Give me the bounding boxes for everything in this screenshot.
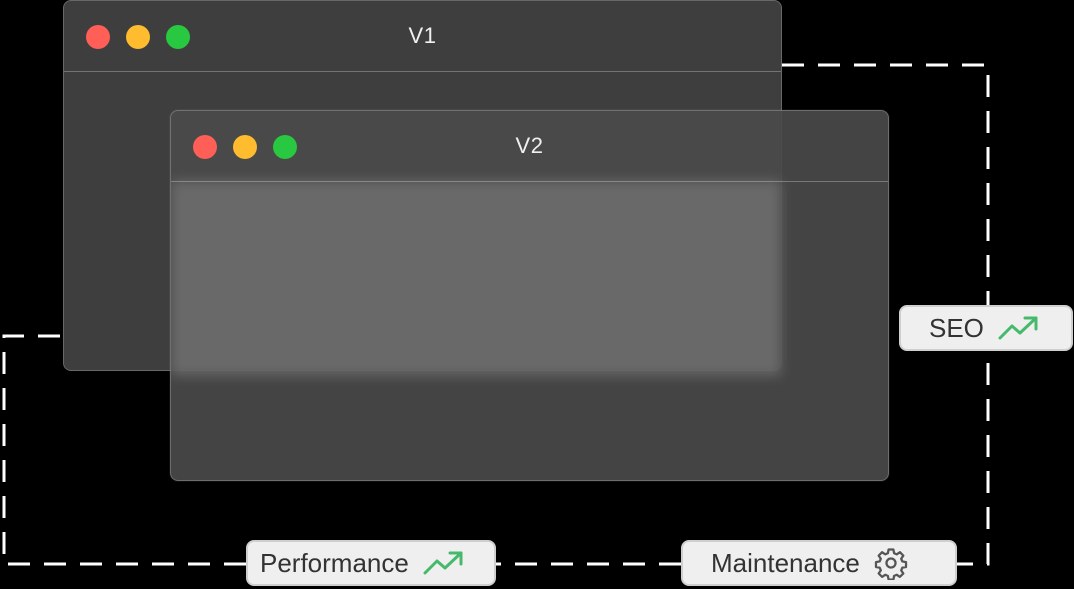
performance-label: Performance [260,547,409,578]
minimize-dot-icon[interactable] [126,25,150,49]
window-v2-titlebar: V2 [171,111,888,182]
window-v2: V2 [170,110,889,481]
performance-tag: Performance [246,540,496,586]
window-v2-title: V2 [515,133,544,158]
gear-icon [874,548,908,580]
trending-up-icon [423,551,463,575]
connector-top-right [782,63,990,566]
trending-up-icon [998,316,1038,340]
seo-label: SEO [929,312,984,343]
minimize-dot-icon[interactable] [233,135,257,159]
connector-left [2,334,246,566]
seo-tag: SEO [899,305,1073,351]
window-v2-highlight [171,181,781,376]
maximize-dot-icon[interactable] [166,25,190,49]
maintenance-label: Maintenance [711,547,860,578]
close-dot-icon[interactable] [86,25,110,49]
maximize-dot-icon[interactable] [273,135,297,159]
maintenance-tag: Maintenance [681,540,957,586]
close-dot-icon[interactable] [193,135,217,159]
window-v1-title: V1 [408,23,437,48]
window-v1-titlebar: V1 [64,1,781,72]
